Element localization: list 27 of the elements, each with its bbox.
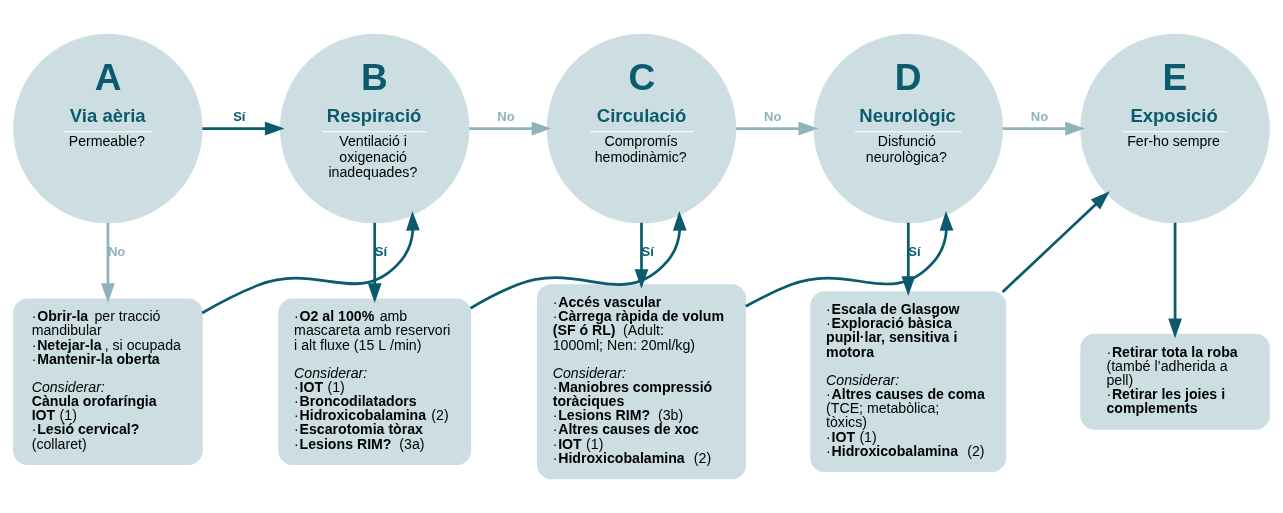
arrow [1001,191,1110,293]
node-circle: D Neurològic Disfunció neurològica? [813,33,1004,224]
arrow [101,222,115,303]
node-box: ·O2 al 100% amb mascareta amb reservori i alt fluxe (15 L /min) Considerar: ·IOT (1) ·Broncodilatadors ·Hidroxicobalamina(2) ·Escarotomia tòrax ·Lesions RIM? (3a) [278,298,472,466]
node-circle: E Exposició Fer-ho sempre [1080,33,1270,224]
edge-label: Sí [374,244,388,260]
node-box: ·Accés vascular ·Càrrega ràpida de volum (SF ó RL) (Adult: 1000ml; Nen: 20ml/kg) Considerar: ·Maniobres compressió toràciques ·Lesions RIM? (3b) ·Altres causes de xoc ·IOT (1) ·Hidroxicobalamina (2) [536,284,747,480]
node-circle: B Respiració Ventilació i oxigenació inadequades? [279,33,470,224]
edge-label: No [107,244,126,260]
edge-label: Sí [233,108,246,124]
edge-label: No [1030,108,1049,124]
arrow [367,222,382,303]
node-box: ·Obrir-la per tracció mandibular ·Netejar-la, si ocupada ·Mantenir-la oberta Considerar: Cànula orofaríngia IOT (1) ·Lesió cervical? (collaret) [13,298,203,466]
arrow [202,121,285,136]
arrow [745,211,954,308]
node-circle: C Circulació Compromís hemodinàmic? [546,33,737,224]
arrow [201,210,420,315]
edge-label: No [764,108,782,124]
arrow [469,121,552,136]
edge-label: No [497,108,515,124]
arrow [1002,121,1085,136]
arrow [1168,222,1182,339]
arrow [735,121,819,136]
arrow [469,211,687,310]
node-circle: A Via aèria Permeable? [13,33,203,224]
node-box: ·Escala de Glasgow ·Exploració bàsica pupil·lar, sensitiva i motora Considerar: ·Altres causes de coma (TCE; metabòlica; tòxics) ·IOT (1) ·Hidroxicobalamina (2) [810,291,1007,473]
node-box: ·Retirar tota la roba (també l’adherida a pell) ·Retirar les joies i complements [1080,333,1270,430]
